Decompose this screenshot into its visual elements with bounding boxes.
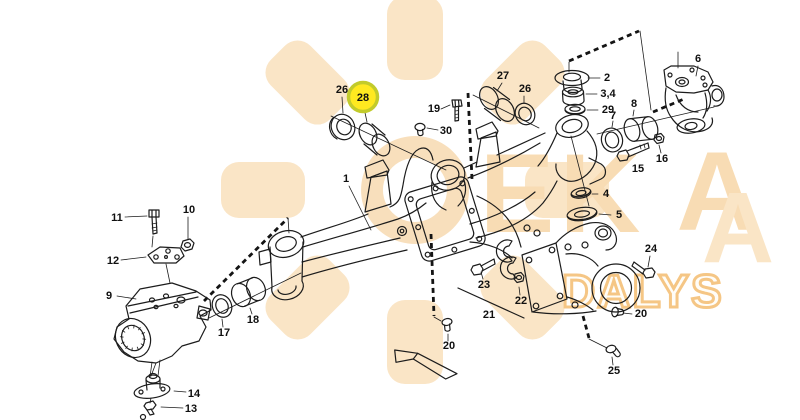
callout-3-4[interactable]: 3,4 [600,88,616,100]
watermark-word-dalys: DALYS [562,265,724,317]
lower-kingpin-washers [566,187,598,222]
callout-20-right[interactable]: 20 [635,308,647,320]
callout-22[interactable]: 22 [515,295,527,307]
callout-12[interactable]: 12 [107,255,119,267]
watermark-letter-a: A [677,129,758,254]
callout-11[interactable]: 11 [111,212,123,224]
callout-24[interactable]: 24 [645,243,658,255]
gear-icon [221,0,609,384]
axle-beam [258,114,607,301]
callout-15[interactable]: 15 [632,163,644,175]
callout-13[interactable]: 13 [185,403,197,415]
callout-30[interactable]: 30 [440,125,452,137]
callout-7[interactable]: 7 [610,110,616,122]
callout-5[interactable]: 5 [616,209,622,221]
watermark-letter-a-echo: A [702,172,774,284]
callout-1[interactable]: 1 [343,173,349,185]
steering-knuckle-left [113,209,267,420]
kingpin-bushings-left [328,113,391,157]
callout-18[interactable]: 18 [247,314,259,326]
kingpin-washer-stack [554,69,590,115]
watermark-logo: E K A A DALYS [221,0,774,384]
highlight-circle [346,80,380,114]
callout-17[interactable]: 17 [218,327,230,339]
direction-arrow [394,349,458,380]
carrier-housing-group [441,221,656,358]
callout-2[interactable]: 2 [604,72,610,84]
callouts: 1 2 3,4 29 7 8 6 15 16 24 20 25 27 26 19… [106,53,701,415]
callout-29[interactable]: 29 [602,104,614,116]
callout-23[interactable]: 23 [478,279,490,291]
callout-14[interactable]: 14 [188,388,201,400]
callout-20-left[interactable]: 20 [443,340,455,352]
callout-21[interactable]: 21 [483,309,495,321]
knuckle-right-group [600,51,725,162]
top-center-parts [414,86,536,137]
callout-19[interactable]: 19 [428,103,440,115]
callout-26-right[interactable]: 26 [519,83,531,95]
callout-6[interactable]: 6 [695,53,701,65]
watermark-letter-e: E [480,131,555,256]
callout-27[interactable]: 27 [497,70,509,82]
callout-16[interactable]: 16 [656,153,668,165]
callout-10[interactable]: 10 [183,204,195,216]
callout-26-left[interactable]: 26 [336,84,348,96]
callout-9[interactable]: 9 [106,290,112,302]
callout-4[interactable]: 4 [603,188,610,200]
callout-8[interactable]: 8 [631,98,637,110]
callout-25[interactable]: 25 [608,365,620,377]
callout-28[interactable]: 28 [357,92,369,104]
